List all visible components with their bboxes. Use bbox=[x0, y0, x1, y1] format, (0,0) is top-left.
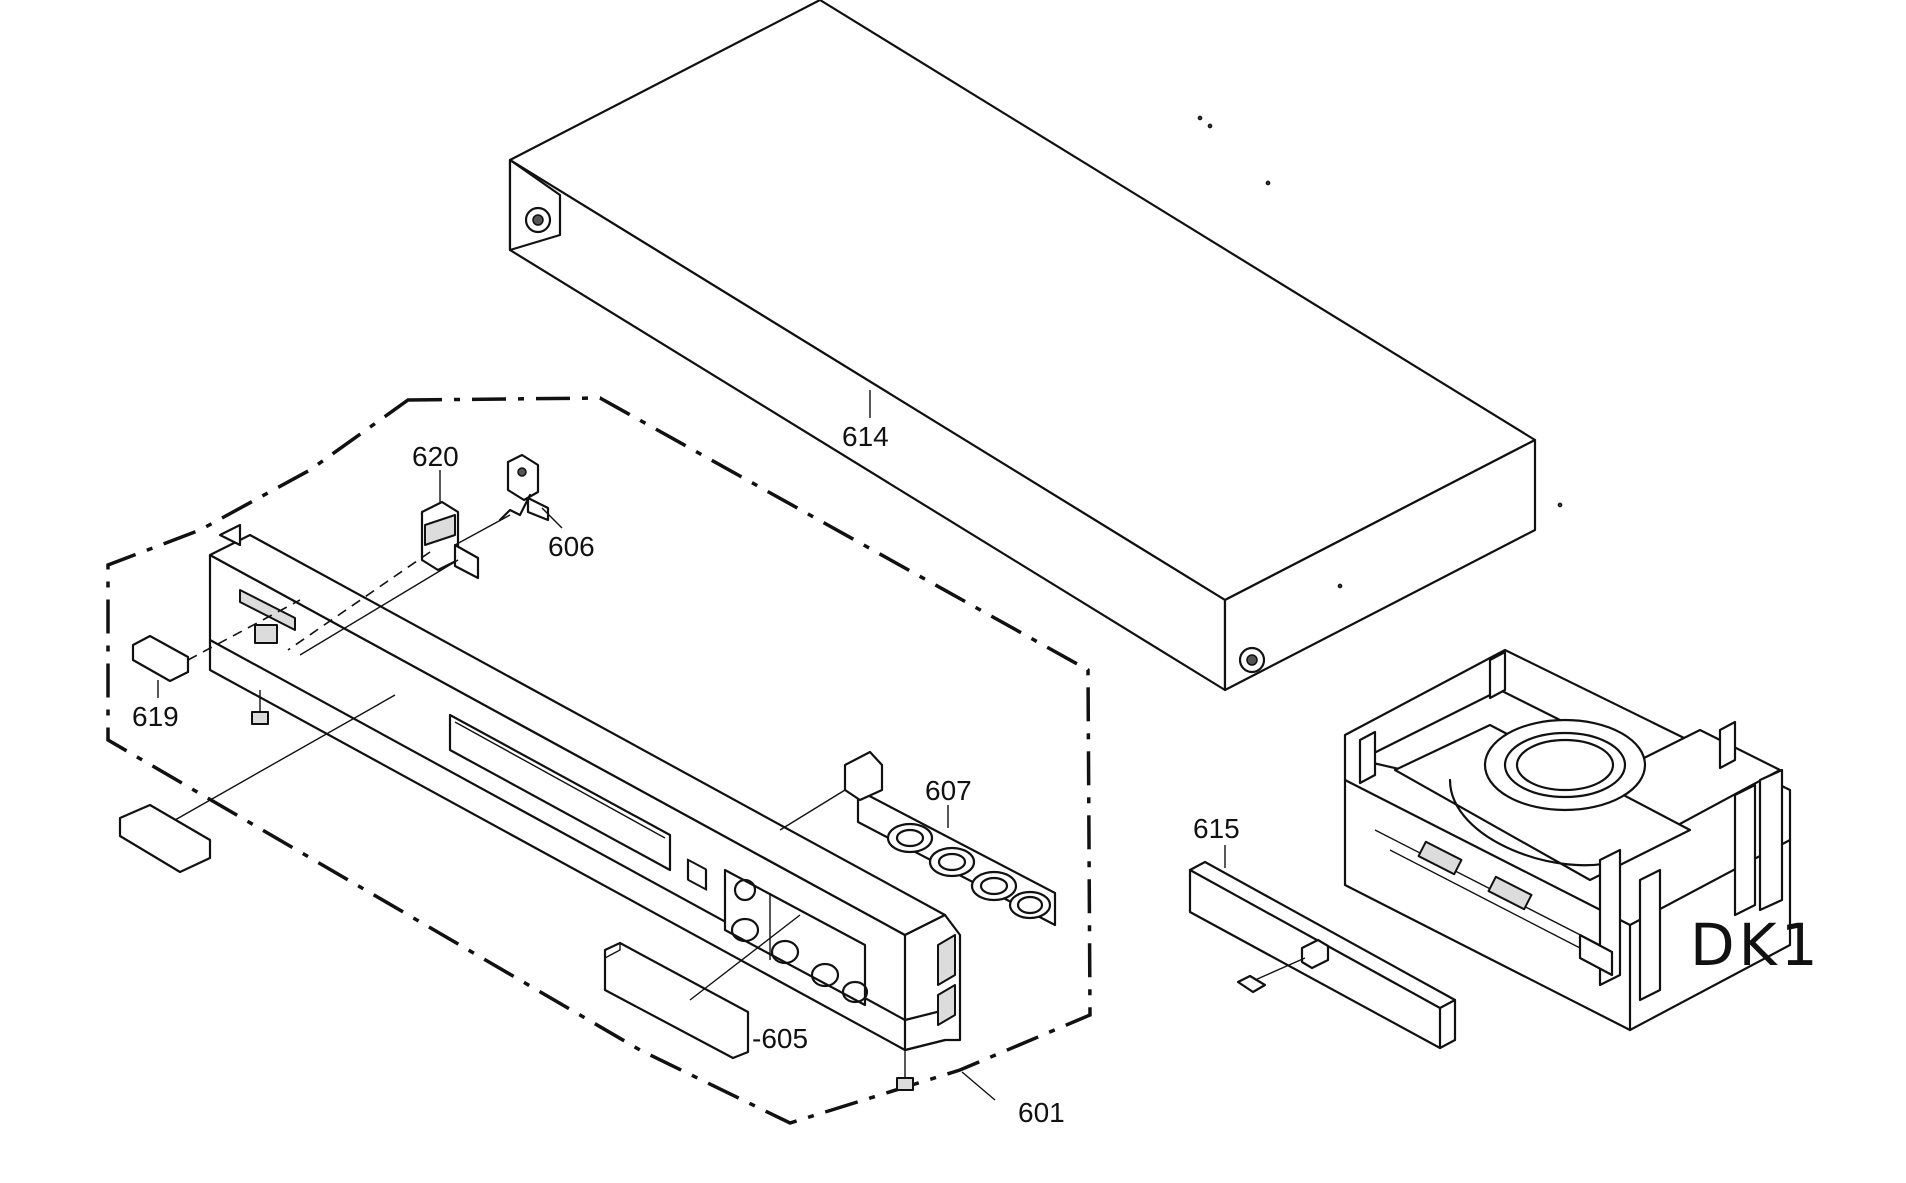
part-605 bbox=[603, 914, 801, 1060]
front-panel-assembly-boundary bbox=[106, 396, 1092, 1125]
part-620 bbox=[287, 470, 480, 656]
part-606 bbox=[454, 453, 563, 546]
label-620: 620 bbox=[412, 441, 459, 472]
part-619 bbox=[131, 599, 301, 698]
top-cover-614 bbox=[508, 0, 1563, 692]
label-601: 601 bbox=[1018, 1097, 1065, 1128]
label-dk1: DK1 bbox=[1690, 911, 1822, 979]
part-607 bbox=[779, 750, 1057, 927]
part-615 bbox=[1188, 845, 1457, 1050]
label-614: 614 bbox=[842, 421, 889, 452]
label-619: 619 bbox=[132, 701, 179, 732]
label-615: 615 bbox=[1193, 813, 1240, 844]
left-insert-plate bbox=[118, 803, 212, 874]
dvd-mechanism-dk1 bbox=[1343, 648, 1792, 1032]
label-606: 606 bbox=[548, 531, 595, 562]
front-panel-601 bbox=[174, 523, 962, 1091]
label-605: -605 bbox=[752, 1023, 808, 1054]
label-607: 607 bbox=[925, 775, 972, 806]
part-labels: 614 620 606 619 607 615 -605 601 DK1 bbox=[132, 421, 1822, 1128]
